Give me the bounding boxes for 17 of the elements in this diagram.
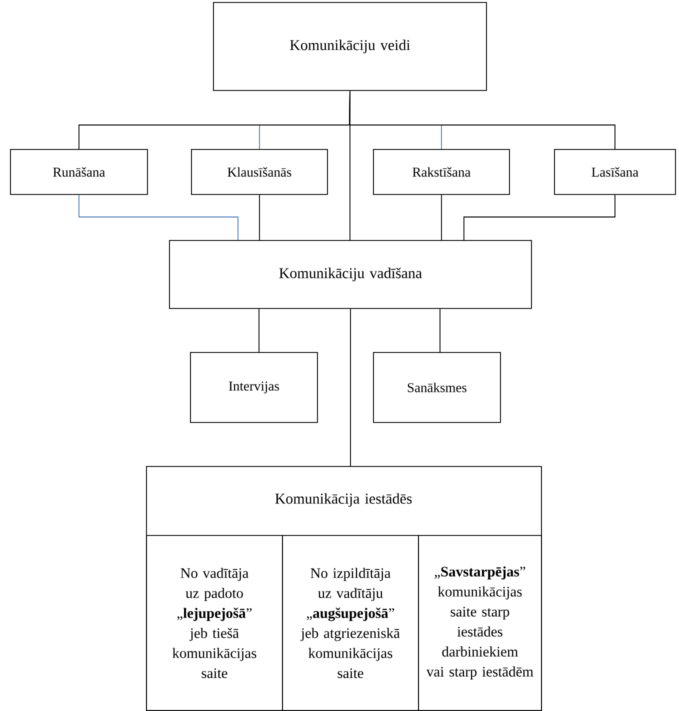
connector-line <box>78 194 238 240</box>
table-cell: „Savstarpējas” komunikācijas saite starp iestādes darbiniekiem vai starp iestādēm <box>418 535 542 711</box>
category-box: Runāšana <box>10 149 148 195</box>
connector-line <box>350 308 351 466</box>
category-box: Klausīšanās <box>191 149 328 195</box>
table-cell: No izpildītāja uz vadītāju „augšupejošā” jeb atgriezeniskā komunikācijas saite <box>282 535 419 711</box>
sub-box: Sanāksmes <box>373 352 501 423</box>
connector-line <box>258 308 260 352</box>
category-box: Lasīšana <box>554 149 676 195</box>
title-box: Komunikāciju veidi <box>213 2 487 91</box>
sub-box: Intervijas <box>190 352 318 423</box>
connector-line <box>463 194 616 240</box>
management-box: Komunikāciju vadīšana <box>169 240 532 309</box>
table-cell: No vadītāja uz padoto „lejupejošā” jeb tiešā komunikācijas saite <box>146 535 283 711</box>
connector-line <box>259 194 260 240</box>
connector-line <box>441 194 442 240</box>
category-box: Rakstīšana <box>373 149 510 195</box>
